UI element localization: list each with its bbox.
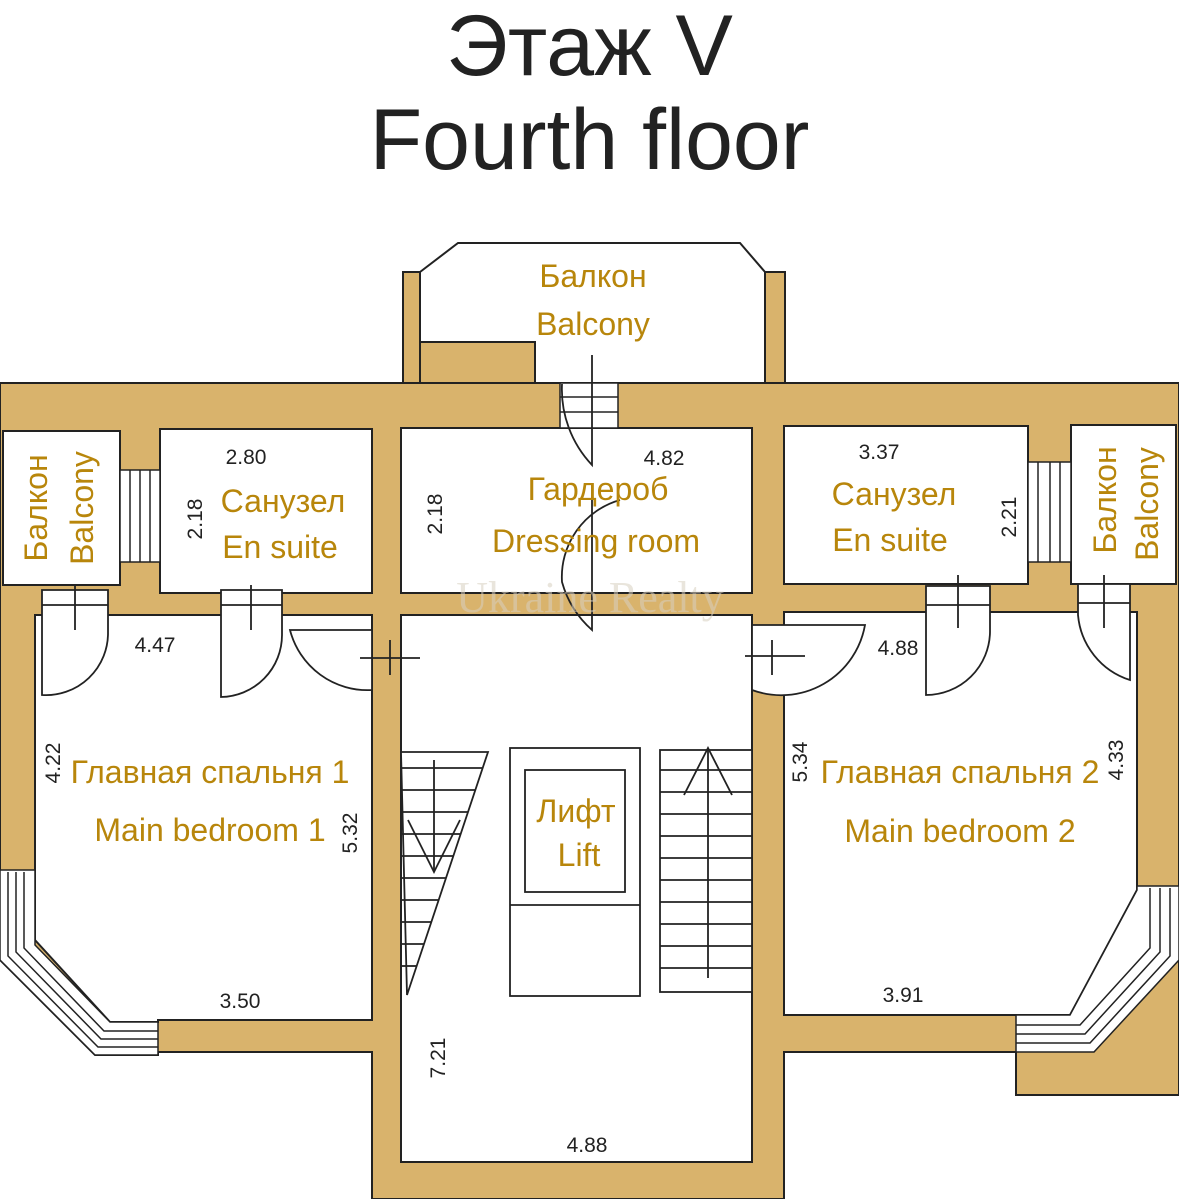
dim-bedroom1-top: 4.47: [135, 634, 176, 657]
stairs-right: [659, 746, 753, 993]
dim-bedroom2-bottom: 3.91: [883, 984, 924, 1007]
lift-en: Lift: [558, 837, 601, 873]
stairs-left: [400, 751, 490, 996]
room-labels: Балкон Balcony Балкон Balcony Санузел En…: [18, 258, 1165, 873]
watermark: Ukraine Realty: [456, 573, 724, 622]
dim-dressing-h: 2.18: [424, 494, 447, 535]
dim-ensuite-left-h: 2.18: [184, 499, 207, 540]
balcony-left-ru: Балкон: [18, 454, 54, 561]
dim-bedroom2-left: 5.34: [789, 741, 812, 782]
ensuite-right-en: En suite: [832, 522, 948, 558]
ensuite-right-area: [783, 425, 1029, 585]
dim-bedroom2-top: 4.88: [878, 637, 919, 660]
lift-ru: Лифт: [536, 793, 616, 829]
title-ru: Этаж V: [446, 0, 733, 94]
balcony-right-en: Balcony: [1129, 447, 1165, 561]
dim-ensuite-left-w: 2.80: [226, 446, 267, 469]
ensuite-left-en: En suite: [222, 529, 338, 565]
balcony-left-en: Balcony: [64, 451, 100, 565]
dim-dressing-w: 4.82: [644, 447, 685, 470]
dimension-labels: 2.80 2.18 4.82 2.18 3.37 2.21 4.47 4.22 …: [42, 441, 1128, 1157]
title-en: Fourth floor: [369, 92, 810, 188]
bedroom-2-ru: Главная спальня 2: [821, 754, 1100, 790]
dim-bedroom1-right: 5.32: [339, 813, 362, 854]
ensuite-right-ru: Санузел: [832, 476, 957, 512]
ensuite-left-area: [159, 428, 373, 594]
balcony-right-area: [1070, 424, 1177, 585]
balcony-top-en: Balcony: [536, 306, 650, 342]
dim-hall-side: 7.21: [427, 1038, 450, 1079]
ensuite-left-ru: Санузел: [221, 483, 346, 519]
dressing-en: Dressing room: [492, 523, 700, 559]
dim-bedroom2-right: 4.33: [1105, 740, 1128, 781]
balcony-top-area: [419, 242, 766, 384]
dim-ensuite-right-w: 3.37: [859, 441, 900, 464]
bedroom-2-en: Main bedroom 2: [844, 813, 1075, 849]
bedroom-1-ru: Главная спальня 1: [71, 754, 350, 790]
dim-hall-bottom: 4.88: [567, 1134, 608, 1157]
dim-bedroom1-bottom: 3.50: [220, 990, 261, 1013]
dim-bedroom1-left: 4.22: [42, 743, 65, 784]
doors: [41, 355, 1131, 698]
lift-shaft: [509, 747, 641, 997]
plan-title: Этаж V Fourth floor: [0, 0, 1179, 188]
windows: [0, 382, 1179, 1056]
bedroom-1-en: Main bedroom 1: [94, 812, 325, 848]
dressing-room-area: [400, 427, 753, 594]
dressing-ru: Гардероб: [528, 471, 669, 507]
balcony-right-ru: Балкон: [1087, 446, 1123, 553]
dim-ensuite-right-h: 2.21: [998, 497, 1021, 538]
balcony-top-ru: Балкон: [539, 258, 646, 294]
